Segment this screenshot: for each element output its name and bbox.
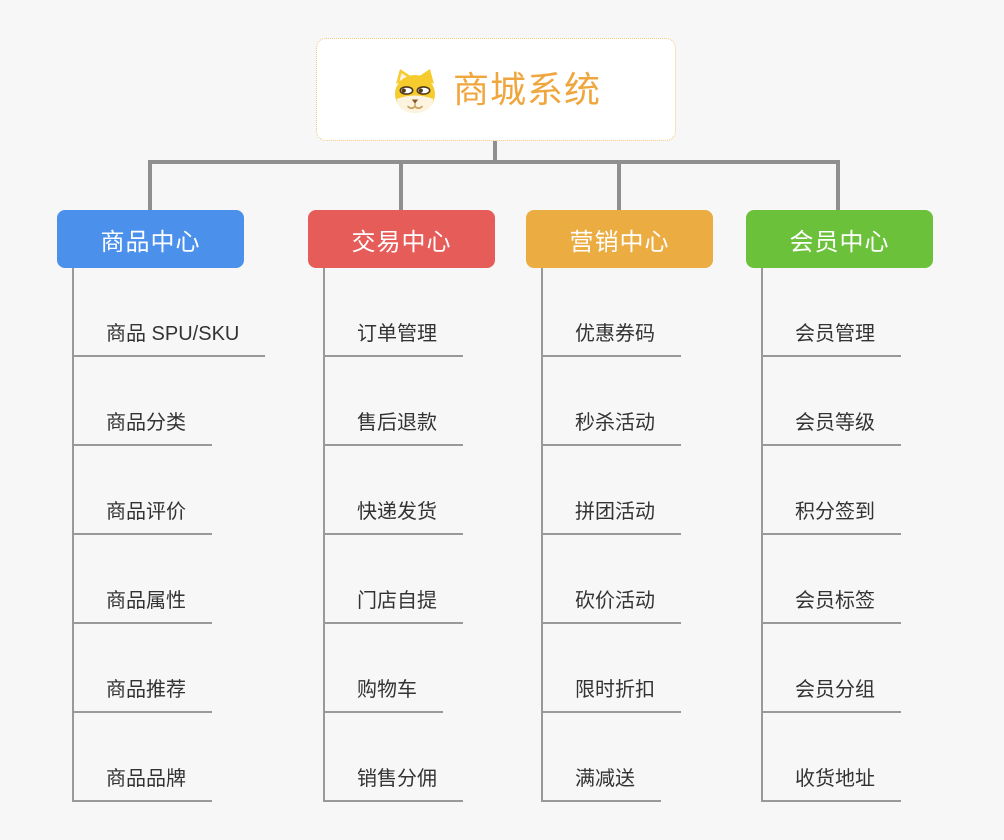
branch-label: 交易中心 <box>351 228 452 256</box>
leaf-label[interactable]: 订单管理 <box>323 321 463 357</box>
leaf-label[interactable]: 积分签到 <box>761 499 901 535</box>
leaf-node: 砍价活动 <box>541 535 726 624</box>
leaf-node: 优惠券码 <box>541 268 726 357</box>
branch-node[interactable]: 会员中心 <box>746 210 933 268</box>
leaf-node: 积分签到 <box>761 446 946 535</box>
branch-node[interactable]: 商品中心 <box>57 210 244 268</box>
leaf-label[interactable]: 限时折扣 <box>541 677 681 713</box>
leaf-label[interactable]: 会员分组 <box>761 677 901 713</box>
connector-horizontal <box>148 160 840 164</box>
branch-children: 会员管理 会员等级 积分签到 会员标签 会员分组 收货地址 <box>761 268 946 802</box>
leaf-node: 售后退款 <box>323 357 508 446</box>
connector-drop-2 <box>399 160 403 211</box>
branch-child-connector-line <box>761 268 763 802</box>
leaf-label[interactable]: 商品品牌 <box>72 766 212 802</box>
leaf-label[interactable]: 门店自提 <box>323 588 463 624</box>
leaf-node: 会员分组 <box>761 624 946 713</box>
connector-drop-4 <box>836 160 840 211</box>
leaf-node: 限时折扣 <box>541 624 726 713</box>
leaf-label[interactable]: 购物车 <box>323 677 443 713</box>
root-title: 商城系统 <box>452 68 601 110</box>
leaf-label[interactable]: 销售分佣 <box>323 766 463 802</box>
leaf-node: 商品推荐 <box>72 624 257 713</box>
leaf-label[interactable]: 快递发货 <box>323 499 463 535</box>
leaf-node: 会员等级 <box>761 357 946 446</box>
branch-children: 商品 SPU/SKU 商品分类 商品评价 商品属性 商品推荐 商品品牌 <box>72 268 266 802</box>
branch-column: 交易中心 订单管理 售后退款 快递发货 门店自提 购物车 销售分佣 <box>308 210 508 802</box>
leaf-node: 商品分类 <box>72 357 257 446</box>
leaf-label[interactable]: 会员等级 <box>761 410 901 446</box>
leaf-label[interactable]: 满减送 <box>541 766 661 802</box>
leaf-label[interactable]: 商品属性 <box>72 588 212 624</box>
leaf-node: 订单管理 <box>323 268 508 357</box>
branch-label: 营销中心 <box>569 228 670 256</box>
leaf-label[interactable]: 秒杀活动 <box>541 410 681 446</box>
connector-drop-3 <box>617 160 621 211</box>
branch-column: 商品中心 商品 SPU/SKU 商品分类 商品评价 商品属性 商品推荐 商品品牌 <box>57 210 266 802</box>
leaf-label[interactable]: 会员标签 <box>761 588 901 624</box>
leaf-node: 门店自提 <box>323 535 508 624</box>
branch-children: 订单管理 售后退款 快递发货 门店自提 购物车 销售分佣 <box>323 268 508 802</box>
branch-children: 优惠券码 秒杀活动 拼团活动 砍价活动 限时折扣 满减送 <box>541 268 726 802</box>
leaf-node: 商品评价 <box>72 446 257 535</box>
connector-root-riser <box>493 141 497 162</box>
leaf-label[interactable]: 拼团活动 <box>541 499 681 535</box>
leaf-label[interactable]: 商品评价 <box>72 499 212 535</box>
branch-child-connector-line <box>541 268 543 802</box>
leaf-label[interactable]: 会员管理 <box>761 321 901 357</box>
connector-drop-1 <box>148 160 152 211</box>
leaf-label[interactable]: 砍价活动 <box>541 588 681 624</box>
shiba-dog-icon <box>394 68 435 113</box>
leaf-node: 商品品牌 <box>72 713 257 802</box>
branch-child-connector-line <box>72 268 74 802</box>
leaf-node: 会员标签 <box>761 535 946 624</box>
leaf-node: 满减送 <box>541 713 726 802</box>
leaf-node: 购物车 <box>323 624 508 713</box>
leaf-node: 收货地址 <box>761 713 946 802</box>
leaf-label[interactable]: 商品 SPU/SKU <box>72 321 266 357</box>
branch-column: 营销中心 优惠券码 秒杀活动 拼团活动 砍价活动 限时折扣 满减送 <box>526 210 726 802</box>
leaf-label[interactable]: 商品分类 <box>72 410 212 446</box>
branch-node[interactable]: 营销中心 <box>526 210 713 268</box>
leaf-node: 商品 SPU/SKU <box>72 268 266 357</box>
leaf-node: 秒杀活动 <box>541 357 726 446</box>
leaf-label[interactable]: 商品推荐 <box>72 677 212 713</box>
leaf-node: 拼团活动 <box>541 446 726 535</box>
leaf-label[interactable]: 优惠券码 <box>541 321 681 357</box>
root-node[interactable]: 商城系统 <box>316 38 676 141</box>
branch-label: 会员中心 <box>789 228 890 256</box>
leaf-node: 商品属性 <box>72 535 257 624</box>
leaf-node: 销售分佣 <box>323 713 508 802</box>
leaf-node: 会员管理 <box>761 268 946 357</box>
leaf-label[interactable]: 收货地址 <box>761 766 901 802</box>
branch-label: 商品中心 <box>100 228 201 256</box>
branch-child-connector-line <box>323 268 325 802</box>
leaf-label[interactable]: 售后退款 <box>323 410 463 446</box>
leaf-node: 快递发货 <box>323 446 508 535</box>
branch-column: 会员中心 会员管理 会员等级 积分签到 会员标签 会员分组 收货地址 <box>746 210 946 802</box>
branch-node[interactable]: 交易中心 <box>308 210 495 268</box>
